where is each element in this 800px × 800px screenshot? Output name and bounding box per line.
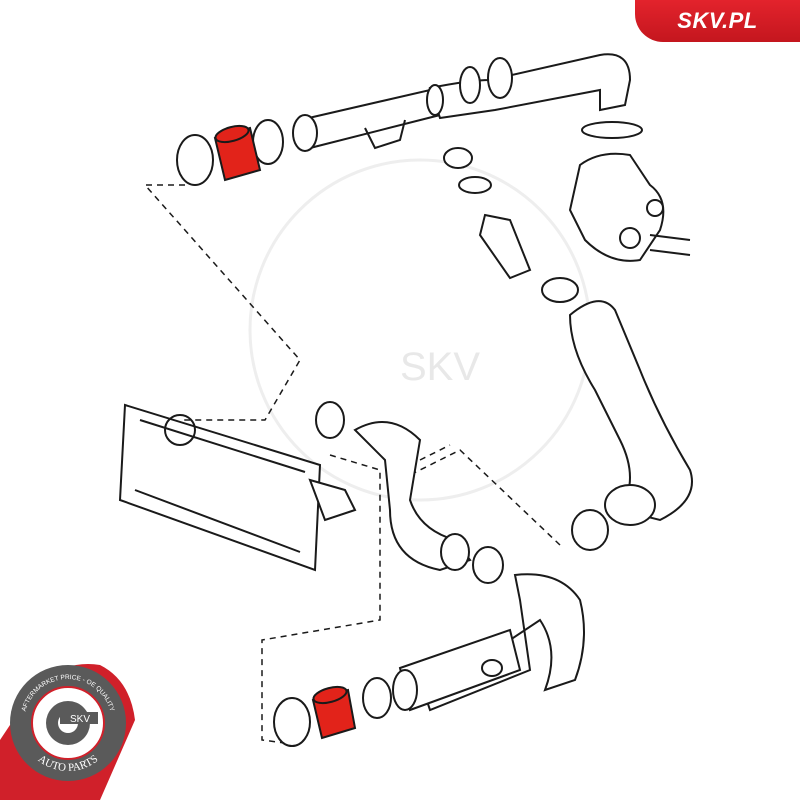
red-coupling-ring-upper xyxy=(213,124,262,182)
hose-clamp xyxy=(472,546,504,584)
badge-center-text: SKV xyxy=(70,714,90,725)
watermark: SKV xyxy=(248,158,592,502)
turbocharger xyxy=(443,147,691,303)
upper-charge-pipe xyxy=(292,53,643,152)
intercooler-hose xyxy=(315,401,504,584)
skv-auto-parts-badge: SKV AFTERMARKET PRICE - OE QUALITY AUTO … xyxy=(0,664,135,800)
connection-lines xyxy=(143,184,561,746)
upper-clamps xyxy=(176,119,284,186)
hose-clamp xyxy=(273,697,311,747)
brand-logo: SKV.PL xyxy=(635,0,800,42)
hose-clamp xyxy=(571,509,609,551)
intercooler xyxy=(118,403,357,572)
red-coupling-ring-lower xyxy=(311,685,357,740)
hose-clamp xyxy=(459,66,481,104)
hose-clamp xyxy=(541,277,579,303)
hose-clamp xyxy=(362,677,392,719)
hose-clamp xyxy=(315,401,345,439)
lower-charge-pipe xyxy=(273,573,585,747)
turbo-outlet-hose xyxy=(568,300,693,551)
hose-clamp xyxy=(176,134,214,186)
watermark-text: SKV xyxy=(400,345,480,389)
